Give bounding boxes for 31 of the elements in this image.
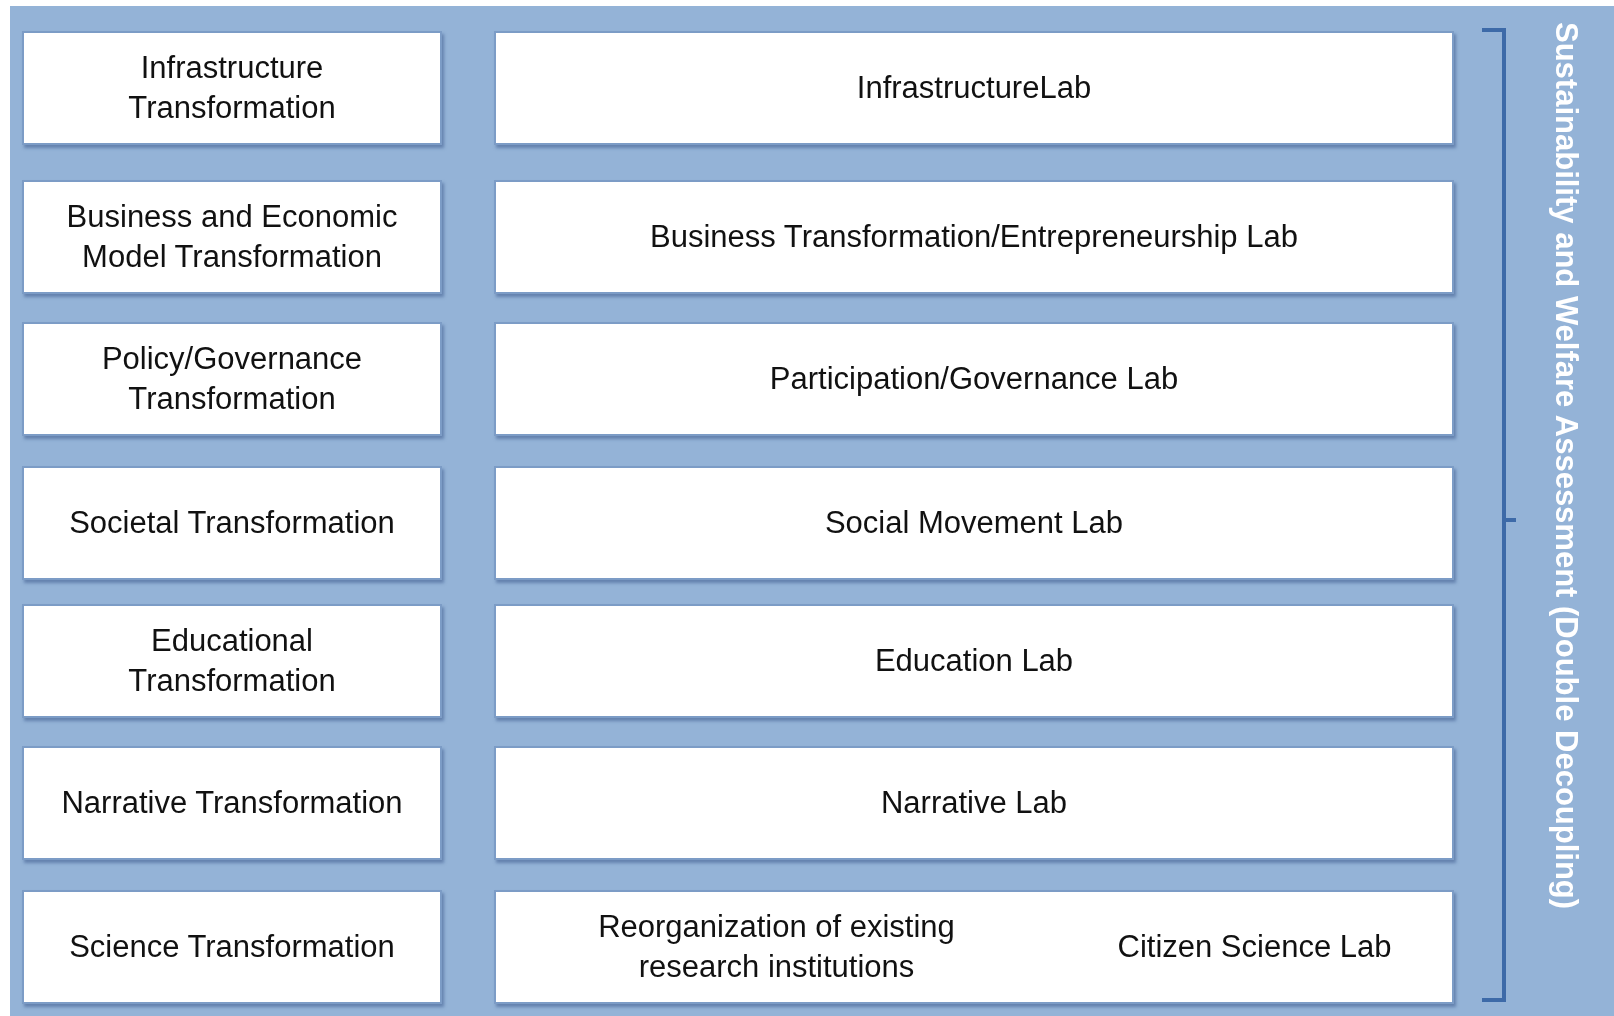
transformation-box xyxy=(22,746,442,860)
transformation-box xyxy=(22,180,442,294)
transformation-box xyxy=(22,604,442,718)
transformation-box xyxy=(22,466,442,580)
box-text: Narrative Transformation xyxy=(61,784,403,823)
vertical-heading: Sustainability and Welfare Assessment (Double Decoupling) xyxy=(1548,22,1584,910)
lab-box xyxy=(494,466,1454,580)
box-text: Citizen Science Lab xyxy=(1117,928,1392,967)
lab-box xyxy=(494,322,1454,436)
box-text: Educational Transformation xyxy=(127,622,337,700)
lab-box xyxy=(494,604,1454,718)
lab-box xyxy=(494,746,1454,860)
transformation-box xyxy=(22,322,442,436)
box-text: Business and Economic Model Transformation xyxy=(65,198,399,276)
box-text: Societal Transformation xyxy=(69,504,395,543)
transformation-box xyxy=(22,31,442,145)
background-panel xyxy=(10,6,1614,1016)
box-text: Reorganization of existing research institutions xyxy=(597,908,956,986)
lab-box xyxy=(494,890,1454,1004)
box-text: Business Transformation/Entrepreneurship Lab xyxy=(650,218,1298,257)
lab-box xyxy=(494,180,1454,294)
box-text: Participation/Governance Lab xyxy=(769,360,1179,399)
box-text: Narrative Lab xyxy=(880,784,1068,823)
box-text: Social Movement Lab xyxy=(824,504,1124,543)
box-text: Education Lab xyxy=(874,642,1074,681)
box-text: InfrastructureLab xyxy=(856,69,1092,108)
lab-box xyxy=(494,31,1454,145)
box-text: Science Transformation xyxy=(69,928,395,967)
transformation-box xyxy=(22,890,442,1004)
box-text: Policy/Governance Transformation xyxy=(100,340,364,418)
box-text: Infrastructure Transformation xyxy=(127,49,337,127)
